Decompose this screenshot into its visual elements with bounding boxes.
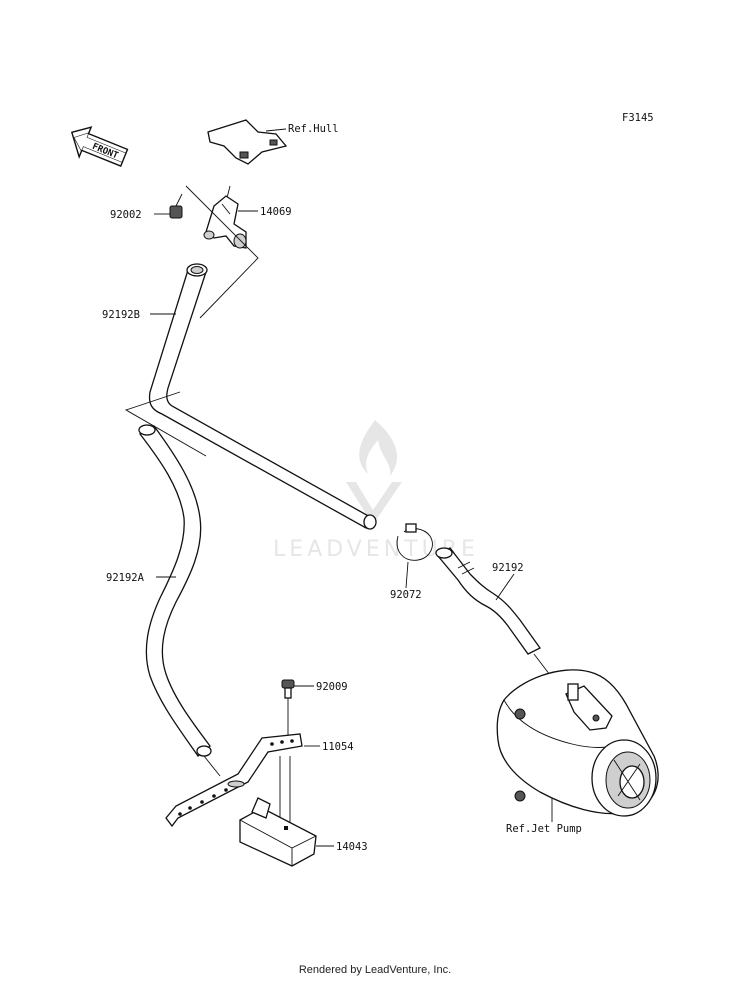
label-ref-jet-pump: Ref.Jet Pump: [506, 823, 582, 835]
label-14069: 14069: [260, 206, 292, 218]
hose-92192a: [138, 424, 212, 757]
hose-92192b: [148, 263, 377, 530]
label-92192a: 92192A: [106, 572, 145, 584]
figure-code: F3145: [622, 112, 654, 124]
screw-92009: [281, 679, 295, 699]
label-ref-hull: Ref.Hull: [288, 123, 339, 135]
label-92192: 92192: [492, 562, 524, 574]
bolt-92002: [169, 193, 183, 219]
pickup-14043: [239, 797, 317, 867]
label-92002: 92002: [110, 209, 142, 221]
clamp-92072: [396, 523, 433, 561]
label-92009: 92009: [316, 681, 348, 693]
label-14043: 14043: [336, 841, 368, 853]
label-92072: 92072: [390, 589, 422, 601]
jet-pump: [496, 669, 659, 817]
label-11054: 11054: [322, 741, 354, 753]
front-arrow-icon: FRONT: [70, 126, 129, 167]
footer-credit: Rendered by LeadVenture, Inc.: [298, 964, 452, 976]
hull-bracket: [207, 119, 288, 165]
hose-92192: [435, 547, 541, 655]
label-92192b: 92192B: [102, 309, 140, 321]
strap-11054: [165, 733, 303, 828]
